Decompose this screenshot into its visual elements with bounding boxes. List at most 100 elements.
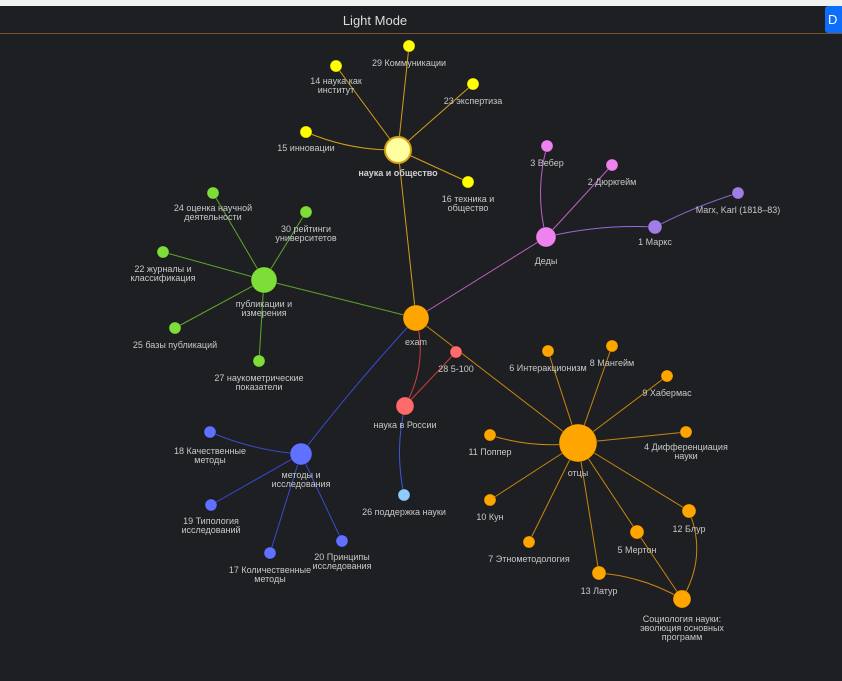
node-circle[interactable] <box>466 77 480 91</box>
edge-pub-exam <box>263 279 417 319</box>
node-circle[interactable] <box>540 139 554 153</box>
node-circle[interactable] <box>731 186 745 200</box>
node-n15[interactable]: 15 инновации <box>277 125 335 153</box>
node-circle[interactable] <box>397 488 411 502</box>
node-circle[interactable] <box>672 589 692 609</box>
node-exam[interactable]: exam <box>402 304 430 347</box>
node-label: 26 поддержка науки <box>362 507 446 517</box>
node-circle[interactable] <box>541 344 555 358</box>
node-n1[interactable]: 1 Маркс <box>638 219 672 247</box>
node-circle[interactable] <box>605 339 619 353</box>
node-n3[interactable]: 3 Вебер <box>530 139 564 168</box>
node-circle[interactable] <box>591 565 607 581</box>
node-circle[interactable] <box>483 493 497 507</box>
node-circle[interactable] <box>289 442 313 466</box>
node-n23[interactable]: 23 экспертиза <box>444 77 503 106</box>
node-circle[interactable] <box>395 396 415 416</box>
node-otcy[interactable]: отцы <box>558 423 598 478</box>
node-n12[interactable]: 12 Блур <box>673 503 706 534</box>
node-circle[interactable] <box>605 158 619 172</box>
node-circle[interactable] <box>647 219 663 235</box>
node-label-line: классификация <box>131 273 196 283</box>
node-marx_karl[interactable]: Marx, Karl (1818–83) <box>696 186 781 215</box>
node-label: 8 Мангейм <box>590 358 634 368</box>
node-dedy[interactable]: Деды <box>535 226 558 266</box>
node-russia[interactable]: наука в России <box>374 396 437 430</box>
node-circle[interactable] <box>299 205 313 219</box>
node-label-line: наука и общество <box>358 168 438 178</box>
node-circle[interactable] <box>329 59 343 73</box>
node-circle[interactable] <box>204 498 218 512</box>
node-circle[interactable] <box>629 524 645 540</box>
network-graph[interactable]: наука и общество 29 Коммуникации 14 наука … <box>0 34 842 681</box>
node-circle[interactable] <box>522 535 536 549</box>
node-n9[interactable]: 9 Хабермас <box>642 369 692 398</box>
node-n13[interactable]: 13 Латур <box>581 565 618 596</box>
node-n8[interactable]: 8 Мангейм <box>590 339 634 368</box>
node-circle[interactable] <box>252 354 266 368</box>
node-n28[interactable]: 28 5-100 <box>438 345 474 374</box>
node-label: отцы <box>568 468 589 478</box>
node-circle[interactable] <box>263 546 277 560</box>
node-label-line: общество <box>448 203 489 213</box>
node-label-line: Деды <box>535 256 558 266</box>
node-circle[interactable] <box>250 266 278 294</box>
node-circle[interactable] <box>402 39 416 53</box>
node-label: 5 Мертон <box>618 545 657 555</box>
node-society[interactable]: наука и общество <box>358 136 438 178</box>
node-n11[interactable]: 11 Поппер <box>468 428 512 457</box>
node-label-line: деятельности <box>184 212 241 222</box>
node-n25[interactable]: 25 базы публикаций <box>133 321 217 350</box>
node-label-line: 18 Качественные <box>174 446 246 456</box>
node-circle[interactable] <box>384 136 412 164</box>
node-circle[interactable] <box>402 304 430 332</box>
node-n7[interactable]: 7 Этнометодология <box>488 535 570 564</box>
node-n26[interactable]: 26 поддержка науки <box>362 488 446 517</box>
node-label-line: 22 журналы и <box>134 264 191 274</box>
node-label-line: exam <box>405 337 427 347</box>
side-panel-button[interactable]: D <box>825 6 842 33</box>
node-circle[interactable] <box>168 321 182 335</box>
node-label: 15 инновации <box>277 143 334 153</box>
node-circle[interactable] <box>679 425 693 439</box>
node-circle[interactable] <box>461 175 475 189</box>
node-circle[interactable] <box>203 425 217 439</box>
node-n6[interactable]: 6 Интеракционизм <box>509 344 587 373</box>
node-circle[interactable] <box>299 125 313 139</box>
node-circle[interactable] <box>660 369 674 383</box>
node-n10[interactable]: 10 Кун <box>476 493 504 522</box>
node-circle[interactable] <box>558 423 598 463</box>
node-label-line: методы <box>194 455 225 465</box>
node-label-line: 24 оценка научной <box>174 203 252 213</box>
node-circle[interactable] <box>335 534 349 548</box>
light-mode-toggle[interactable]: Light Mode <box>330 10 420 30</box>
node-circle[interactable] <box>483 428 497 442</box>
node-circle[interactable] <box>681 503 697 519</box>
node-n29[interactable]: 29 Коммуникации <box>372 39 446 68</box>
node-circle[interactable] <box>449 345 463 359</box>
edge-n1-marx_karl <box>654 192 739 228</box>
node-n2[interactable]: 2 Дюркгейм <box>588 158 637 187</box>
node-circle[interactable] <box>156 245 170 259</box>
node-circle[interactable] <box>535 226 557 248</box>
edge-russia-n28 <box>404 351 457 407</box>
node-n5[interactable]: 5 Мертон <box>618 524 657 555</box>
node-circle[interactable] <box>206 186 220 200</box>
node-label: Деды <box>535 256 558 266</box>
node-label-line: показатели <box>236 382 283 392</box>
